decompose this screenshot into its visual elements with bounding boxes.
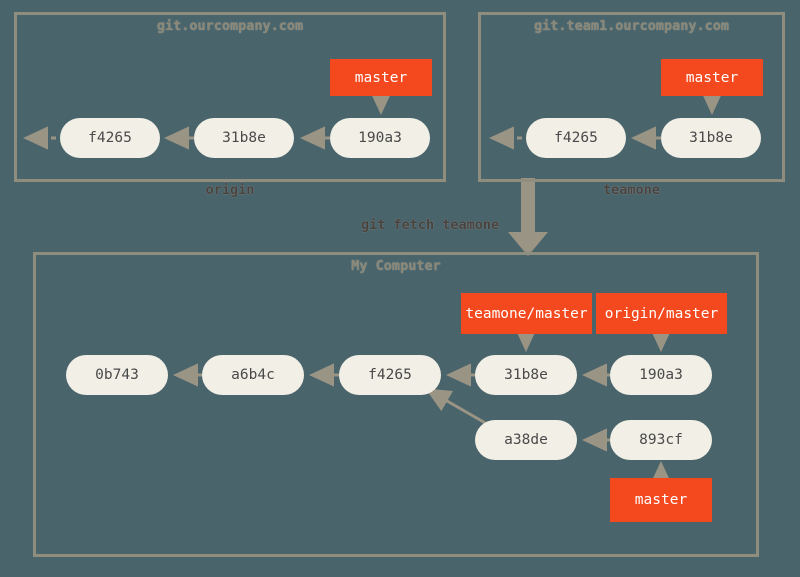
commit-node-local-190a3: 190a3 xyxy=(610,355,712,395)
commit-node-local-31b8e: 31b8e xyxy=(475,355,577,395)
commit-node-teamone-31b8e: 31b8e xyxy=(661,118,761,158)
host-box-origin xyxy=(14,12,446,182)
host-title-my-computer: My Computer xyxy=(351,258,441,274)
host-title-origin: git.ourcompany.com xyxy=(156,18,304,34)
commit-node-local-0b743: 0b743 xyxy=(66,355,168,395)
commit-node-local-a38de: a38de xyxy=(475,420,577,460)
branch-label-local-master: master xyxy=(610,478,712,522)
commit-node-origin-f4265: f4265 xyxy=(60,118,160,158)
host-box-teamone xyxy=(478,12,785,182)
branch-label-origin-master-remote: origin/master xyxy=(596,293,727,334)
commit-node-local-f4265: f4265 xyxy=(339,355,441,395)
host-label-origin: origin xyxy=(205,182,255,198)
branch-label-teamone-master: master xyxy=(661,59,763,96)
commit-node-local-893cf: 893cf xyxy=(610,420,712,460)
commit-node-local-a6b4c: a6b4c xyxy=(202,355,304,395)
commit-node-origin-31b8e: 31b8e xyxy=(194,118,294,158)
commit-node-origin-190a3: 190a3 xyxy=(330,118,430,158)
host-label-teamone: teamone xyxy=(603,182,660,198)
host-title-teamone: git.team1.ourcompany.com xyxy=(533,18,730,34)
commit-node-teamone-f4265: f4265 xyxy=(526,118,626,158)
branch-label-origin-master: master xyxy=(330,59,432,96)
command-label-git-fetch-teamone: git fetch teamone xyxy=(361,217,500,233)
branch-label-teamone-master-remote: teamone/master xyxy=(461,293,592,334)
host-box-my-computer xyxy=(33,252,759,557)
